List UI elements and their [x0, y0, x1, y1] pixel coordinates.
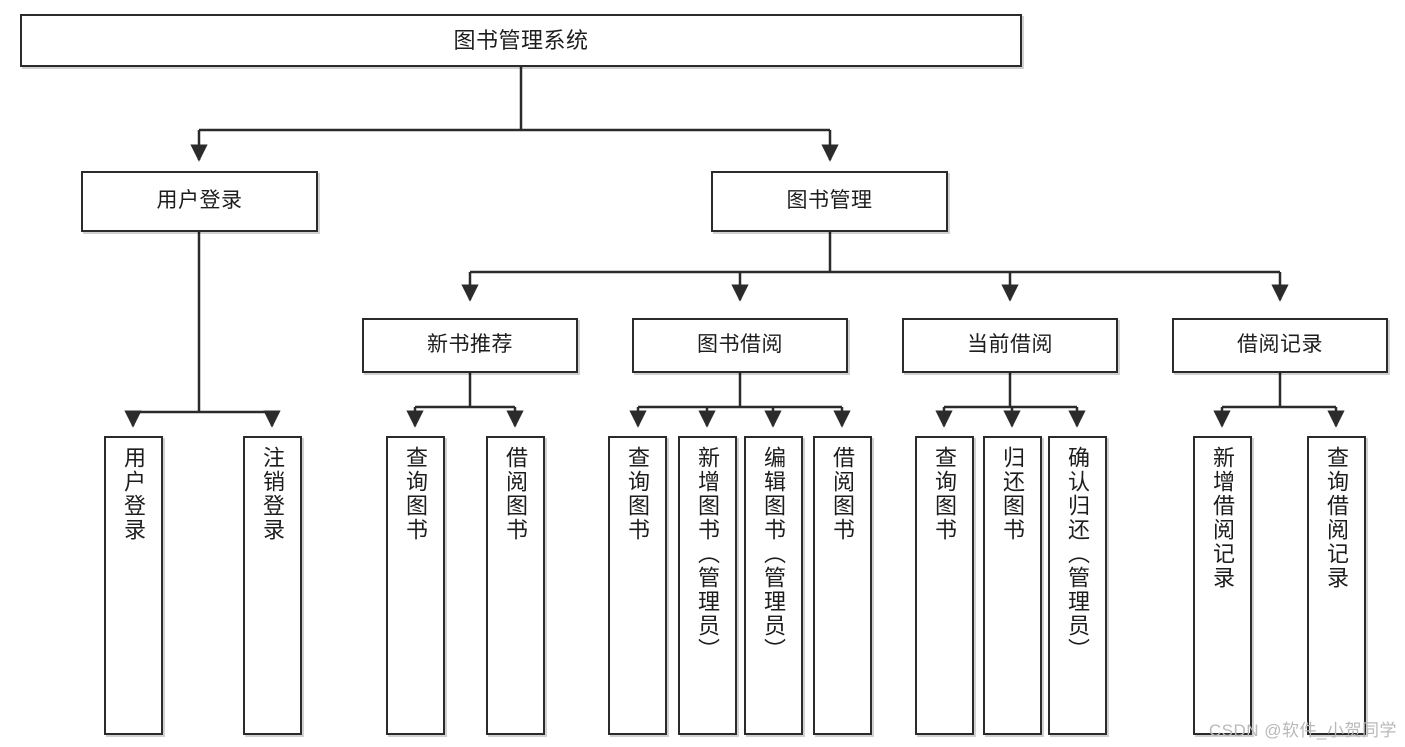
node-label: 图书借阅 [697, 333, 783, 357]
leaf-currentborrow-confirm-return[interactable]: 确认归还（管理员） [1048, 436, 1107, 735]
node-label: 新书推荐 [427, 333, 513, 357]
leaf-logout[interactable]: 注销登录 [243, 436, 302, 735]
node-book-borrow[interactable]: 图书借阅 [632, 318, 848, 373]
node-label: 图书管理 [786, 189, 873, 213]
node-label: 借阅图书 [503, 446, 529, 542]
node-label: 新增借阅记录 [1210, 446, 1236, 590]
leaf-currentborrow-return-book[interactable]: 归还图书 [983, 436, 1042, 735]
leaf-user-login[interactable]: 用户登录 [104, 436, 163, 735]
node-label: 用户登录 [121, 446, 147, 542]
node-label: 查询借阅记录 [1324, 446, 1350, 590]
node-root-system[interactable]: 图书管理系统 [20, 14, 1022, 67]
leaf-currentborrow-query-book[interactable]: 查询图书 [915, 436, 974, 735]
node-label: 查询图书 [625, 446, 651, 542]
node-user-login[interactable]: 用户登录 [81, 171, 318, 232]
leaf-bookborrow-query-book[interactable]: 查询图书 [608, 436, 667, 735]
leaf-borrowrecord-query-record[interactable]: 查询借阅记录 [1307, 436, 1366, 735]
leaf-newbook-borrow-book[interactable]: 借阅图书 [486, 436, 545, 735]
node-label: 当前借阅 [967, 333, 1053, 357]
watermark-text: CSDN @软件_小贺同学 [1208, 721, 1397, 740]
node-label: 借阅图书 [830, 446, 856, 542]
node-label: 编辑图书（管理员） [761, 446, 787, 662]
node-label: 图书管理系统 [453, 27, 589, 53]
node-label: 用户登录 [156, 189, 243, 213]
node-label: 注销登录 [260, 446, 286, 542]
leaf-bookborrow-add-book[interactable]: 新增图书（管理员） [678, 436, 737, 735]
leaf-borrowrecord-add-record[interactable]: 新增借阅记录 [1193, 436, 1252, 735]
node-label: 查询图书 [932, 446, 958, 542]
node-label: 新增图书（管理员） [695, 446, 721, 662]
node-book-management[interactable]: 图书管理 [711, 171, 948, 232]
leaf-bookborrow-borrow-book[interactable]: 借阅图书 [813, 436, 872, 735]
leaf-bookborrow-edit-book[interactable]: 编辑图书（管理员） [744, 436, 803, 735]
leaf-newbook-query-book[interactable]: 查询图书 [386, 436, 445, 735]
node-label: 归还图书 [1000, 446, 1026, 542]
node-label: 借阅记录 [1237, 333, 1323, 357]
node-borrow-record[interactable]: 借阅记录 [1172, 318, 1388, 373]
node-current-borrow[interactable]: 当前借阅 [902, 318, 1118, 373]
node-label: 查询图书 [403, 446, 429, 542]
node-new-book-recommend[interactable]: 新书推荐 [362, 318, 578, 373]
node-label: 确认归还（管理员） [1065, 446, 1091, 662]
